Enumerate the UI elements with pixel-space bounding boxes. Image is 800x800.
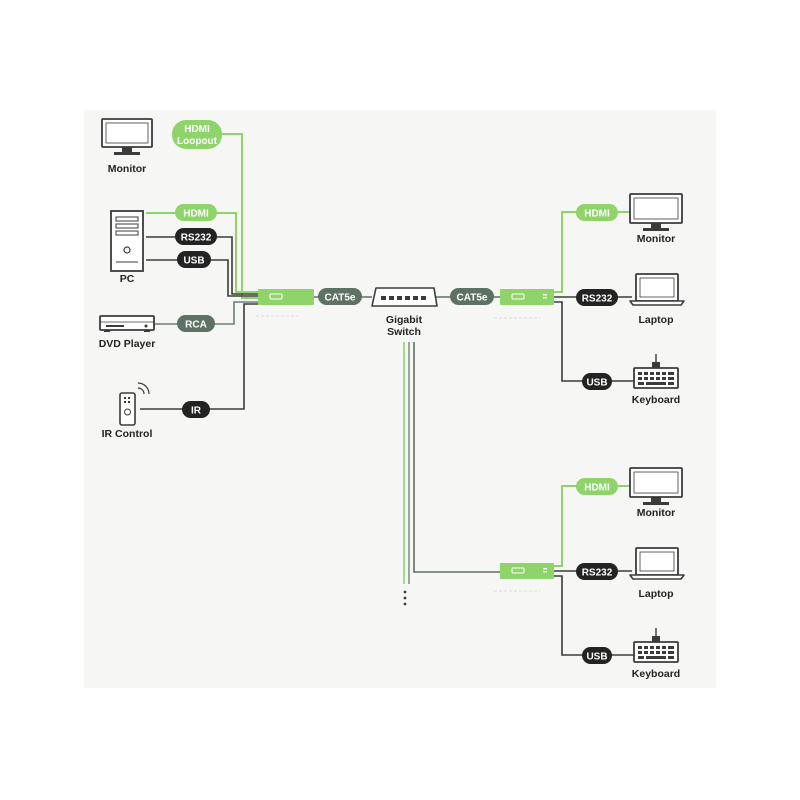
receiver-2-unit [494, 563, 554, 592]
r1-rs232-tag: RS232 [576, 289, 618, 306]
receiver-1-unit [494, 289, 554, 319]
r2-monitor-icon [629, 467, 683, 505]
ir-remote-icon [119, 382, 150, 426]
switch-label-line1: Gigabit [386, 314, 423, 326]
r1-usb-tag: USB [582, 373, 612, 390]
svg-text:IR: IR [191, 406, 202, 417]
switch-to-receiver2-cable [413, 342, 500, 573]
r2-keyboard-label: Keyboard [632, 668, 680, 680]
switch-label-line2: Switch [387, 326, 421, 338]
svg-text:Loopout: Loopout [177, 136, 218, 147]
rs232-tag: RS232 [175, 228, 217, 245]
r2-rs232-tag: RS232 [576, 563, 618, 580]
diagram-panel [84, 110, 716, 688]
svg-text:HDMI: HDMI [584, 483, 610, 494]
ellipsis-dot [403, 590, 407, 594]
hdmi-tag: HDMI [175, 204, 217, 221]
r2-usb-tag: USB [582, 647, 612, 664]
r1-laptop-icon [629, 273, 685, 306]
hdmi-loopout-cable [222, 133, 258, 299]
ir-tag: IR [182, 401, 210, 418]
r1-monitor-label: Monitor [637, 233, 676, 245]
svg-text:RCA: RCA [185, 320, 207, 331]
r1-monitor-icon [629, 193, 683, 231]
svg-text:USB: USB [183, 256, 204, 267]
ir-control-label: IR Control [102, 428, 153, 440]
r2-laptop-icon [629, 547, 685, 580]
pc-label: PC [120, 273, 135, 285]
svg-text:RS232: RS232 [582, 568, 613, 579]
r2-monitor-label: Monitor [637, 507, 676, 519]
svg-text:HDMI: HDMI [584, 209, 610, 220]
r1-keyboard-label: Keyboard [632, 394, 680, 406]
cat5e-left-tag: CAT5e [318, 288, 362, 305]
svg-text:RS232: RS232 [181, 233, 212, 244]
monitor-icon [101, 118, 153, 155]
r2-keyboard-icon [633, 628, 679, 663]
r2-laptop-label: Laptop [639, 588, 674, 600]
hdmi-loopout-tag: HDMI Loopout [172, 120, 222, 149]
r2-hdmi-tag: HDMI [576, 478, 618, 495]
svg-text:HDMI: HDMI [184, 124, 210, 135]
usb-tag: USB [177, 251, 211, 268]
monitor-label: Monitor [108, 163, 147, 175]
svg-text:HDMI: HDMI [183, 209, 209, 220]
svg-text:CAT5e: CAT5e [457, 293, 488, 304]
svg-text:CAT5e: CAT5e [325, 293, 356, 304]
ellipsis-dot [403, 602, 407, 606]
dvd-player-icon [99, 315, 155, 332]
gigabit-switch-icon [371, 287, 438, 307]
svg-text:RS232: RS232 [582, 294, 613, 305]
svg-text:USB: USB [586, 652, 607, 663]
svg-text:USB: USB [586, 378, 607, 389]
pc-tower-icon [110, 210, 144, 272]
r1-keyboard-icon [633, 354, 679, 389]
r1-laptop-label: Laptop [639, 314, 674, 326]
dvd-player-label: DVD Player [99, 338, 156, 350]
r1-hdmi-tag: HDMI [576, 204, 618, 221]
rca-tag: RCA [177, 315, 215, 332]
transmitter-unit [256, 289, 314, 317]
cat5e-right-tag: CAT5e [450, 288, 494, 305]
ellipsis-dot [403, 596, 407, 600]
